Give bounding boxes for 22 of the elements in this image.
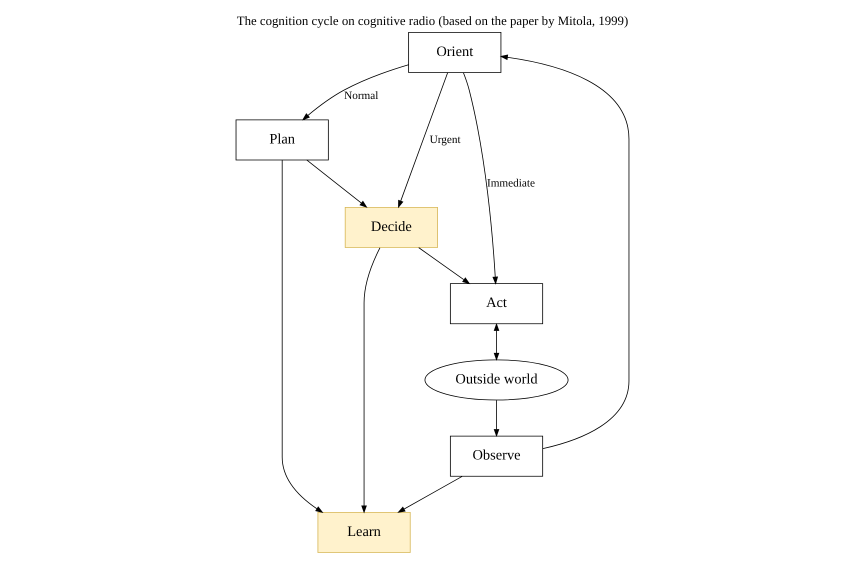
- arrow: [494, 400, 500, 438]
- arrow: [463, 72, 498, 285]
- node-box: Act: [450, 283, 544, 324]
- node-box: Observe: [450, 436, 544, 477]
- arrow: [282, 160, 324, 513]
- node-ellipse: Outside world: [424, 359, 568, 400]
- arrow: [302, 64, 409, 120]
- arrow: [397, 476, 462, 513]
- arrow: [500, 54, 630, 450]
- arrow: [361, 247, 380, 514]
- node-box: Decide: [344, 206, 438, 248]
- arrow: [494, 322, 500, 361]
- node-box: Learn: [318, 512, 411, 553]
- arrow: [306, 160, 368, 208]
- arrow: [418, 247, 470, 284]
- node-box: Plan: [236, 119, 329, 160]
- diagram-title: The cognition cycle on cognitive radio (based on the paper by Mitola, 1999): [236, 14, 628, 28]
- edge-label: Normal: [344, 90, 378, 102]
- edge-label: Immediate: [486, 178, 535, 190]
- edge-label: Urgent: [430, 134, 461, 146]
- node-box: Orient: [408, 32, 502, 73]
- arrow: [398, 72, 448, 208]
